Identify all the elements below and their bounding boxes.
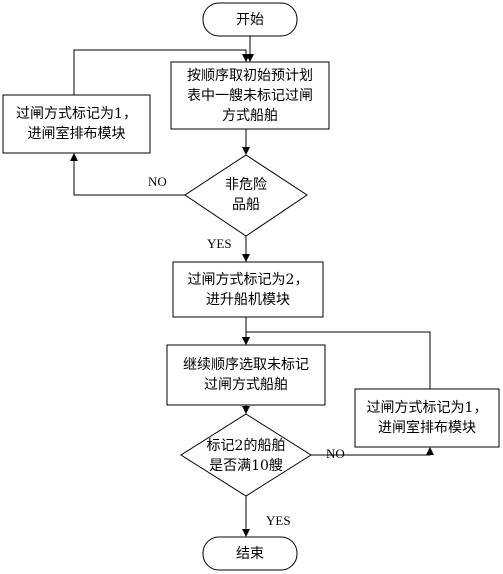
- arrow-left-box-to-step1: [73, 49, 250, 95]
- left-box-label: 过闸方式标记为1， 进闸室排布模块: [16, 106, 137, 142]
- right-box-shape: [354, 388, 500, 448]
- step2-label: 过闸方式标记为2， 进升船机模块: [187, 271, 309, 308]
- step3-label: 继续顺序选取未标记 过闸方式船舶: [183, 357, 309, 393]
- edge-label-yes-2: YES: [266, 513, 291, 528]
- end-terminal-label: 结束: [236, 545, 264, 562]
- edge-label-no-2: NO: [326, 446, 345, 461]
- decision2-label: 标记2的船舶 是否满10艘: [206, 438, 286, 474]
- arrow-right-box-to-step3: [242, 331, 431, 389]
- step3-box-shape: [166, 344, 326, 406]
- arrow-decision2-no-to-right-box: [311, 447, 434, 456]
- step1-label: 按顺序取初始预计划 表中一艘未标记过闸 方式船舶: [187, 67, 313, 124]
- step1-box-shape: [170, 61, 330, 130]
- start-terminal-label: 开始: [236, 11, 264, 28]
- end-terminal-shape: [202, 536, 298, 571]
- decision1-label: 非危险 品船: [225, 177, 267, 213]
- edge-label-no-1: NO: [148, 174, 167, 189]
- left-box-shape: [2, 94, 151, 154]
- step2-box-shape: [172, 261, 324, 318]
- edge-label-yes-1: YES: [207, 236, 232, 251]
- right-box-label: 过闸方式标记为1， 进闸室排布模块: [366, 400, 488, 436]
- arrow-decision1-no-to-left-box: [70, 153, 185, 196]
